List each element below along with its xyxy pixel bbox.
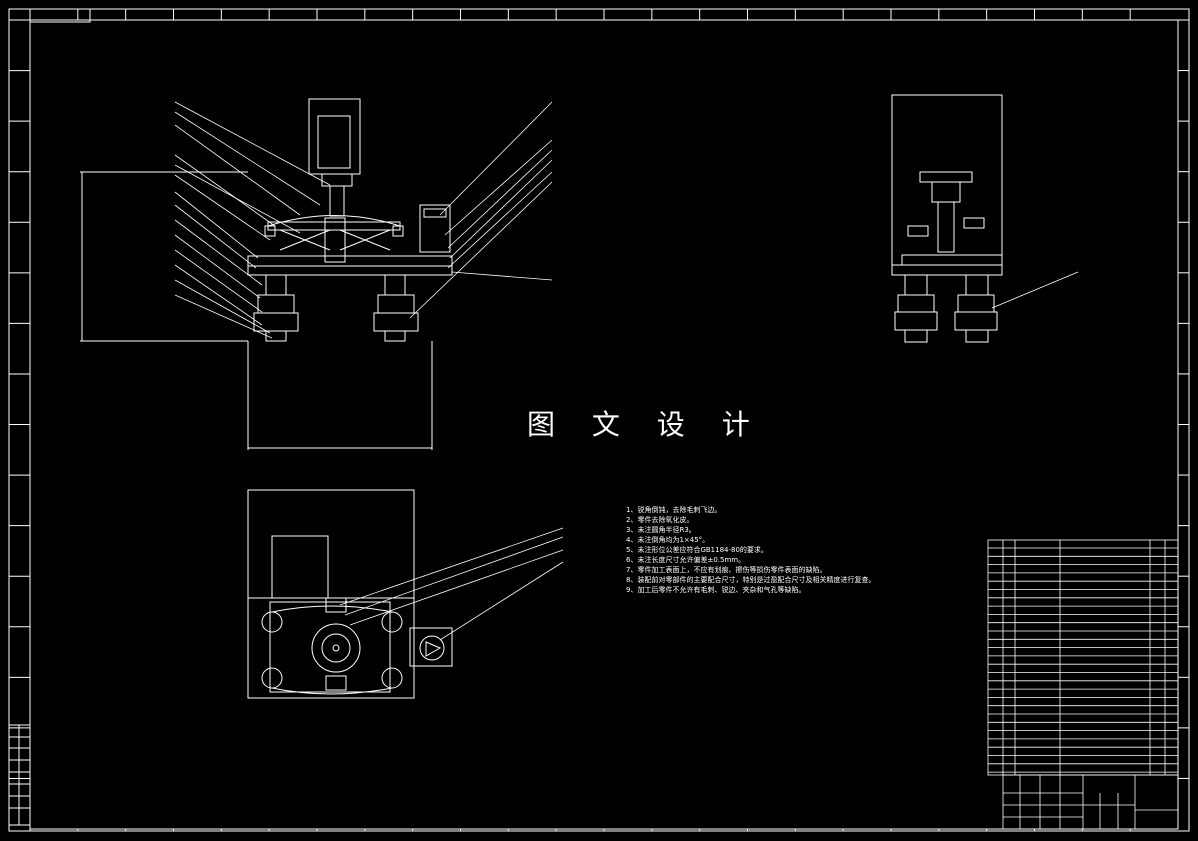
- side-view: [891, 94, 1079, 343]
- note-line: 4、未注倒角均为1×45°。: [626, 536, 710, 544]
- top-view: [247, 489, 564, 699]
- front-leaders: [174, 101, 553, 339]
- front-view: [80, 98, 453, 450]
- zone-ticks: [9, 9, 1189, 831]
- note-line: 3、未注圆角半径R3。: [626, 526, 696, 534]
- note-line: 6、未注长度尺寸允许偏差±0.5mm。: [626, 556, 746, 564]
- note-line: 2、零件去除氧化皮。: [626, 516, 694, 524]
- note-line: 5、未注形位公差应符合GB1184-80的要求。: [626, 546, 768, 554]
- side-table: [8, 724, 31, 826]
- note-line: 8、装配前对零部件的主要配合尺寸，特别是过盈配合尺寸及相关精度进行复查。: [626, 576, 876, 584]
- note-line: 7、零件加工表面上，不应有划痕、擦伤等损伤零件表面的缺陷。: [626, 566, 827, 574]
- parts-list: [987, 539, 1179, 776]
- note-line: 1、锐角倒钝，去除毛刺飞边。: [626, 506, 722, 514]
- title-block: [1002, 774, 1179, 830]
- note-line: 9、加工后零件不允许有毛刺、锐边、夹杂和气孔等缺陷。: [626, 586, 806, 594]
- technical-notes: 1、锐角倒钝，去除毛刺飞边。 2、零件去除氧化皮。 3、未注圆角半径R3。 4、…: [626, 505, 875, 595]
- watermark-text: 图 文 设 计: [527, 408, 764, 441]
